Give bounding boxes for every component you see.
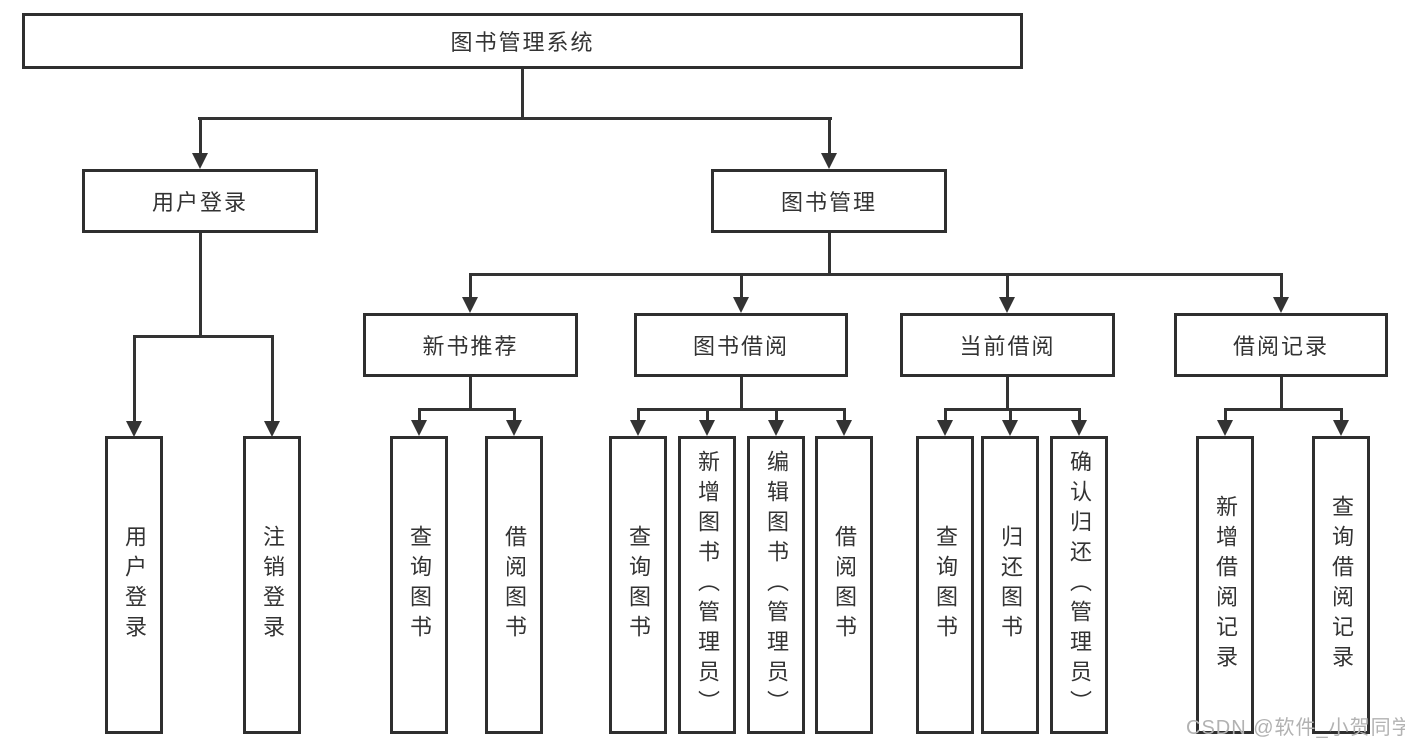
arrow-down-icon — [264, 421, 280, 437]
leaf-label: 用户登录 — [122, 525, 147, 645]
connector-line — [133, 335, 136, 421]
leaf-label: 借阅图书 — [502, 525, 527, 645]
leaf-return-books: 归还图书 — [981, 436, 1039, 734]
connector-line — [843, 408, 846, 420]
node-new-book-recommendation: 新书推荐 — [363, 313, 578, 377]
leaf-add-books-admin: 新增图书（管理员） — [678, 436, 736, 734]
leaf-borrow-books-borrowing: 借阅图书 — [815, 436, 873, 734]
arrow-down-icon — [937, 420, 953, 436]
arrow-down-icon — [630, 420, 646, 436]
leaf-confirm-return-admin: 确认归还（管理员） — [1050, 436, 1108, 734]
connector-line — [513, 408, 516, 420]
connector-line — [1280, 377, 1283, 409]
connector-line — [1078, 408, 1081, 420]
leaf-user-login: 用户登录 — [105, 436, 163, 734]
connector-line — [638, 408, 844, 411]
node-label: 用户登录 — [151, 190, 248, 215]
leaf-label: 查询图书 — [933, 525, 958, 645]
connector-line — [470, 273, 1282, 276]
leaf-add-borrowing-record: 新增借阅记录 — [1196, 436, 1254, 734]
node-label: 借阅记录 — [1232, 334, 1329, 359]
connector-line — [1340, 408, 1343, 420]
node-current-borrowing: 当前借阅 — [900, 313, 1115, 377]
connector-line — [1280, 273, 1283, 297]
leaf-label: 新增借阅记录 — [1213, 495, 1238, 675]
connector-line — [134, 335, 274, 338]
leaf-borrow-books-recommend: 借阅图书 — [485, 436, 543, 734]
connector-line — [469, 273, 472, 297]
arrow-down-icon — [733, 297, 749, 313]
connector-line — [1006, 377, 1009, 409]
leaf-label: 查询图书 — [626, 525, 651, 645]
arrow-down-icon — [699, 420, 715, 436]
arrow-down-icon — [126, 421, 142, 437]
connector-line — [637, 408, 640, 420]
connector-line — [419, 408, 515, 411]
leaf-label: 注销登录 — [260, 525, 285, 645]
leaf-label: 借阅图书 — [832, 525, 857, 645]
arrow-down-icon — [999, 297, 1015, 313]
node-root-label: 图书管理系统 — [450, 30, 595, 55]
connector-line — [1009, 408, 1012, 420]
arrow-down-icon — [768, 420, 784, 436]
connector-line — [199, 233, 202, 336]
connector-line — [828, 233, 831, 275]
connector-line — [418, 408, 421, 420]
arrow-down-icon — [1071, 420, 1087, 436]
connector-line — [740, 273, 743, 297]
node-root: 图书管理系统 — [22, 13, 1023, 69]
csdn-watermark: CSDN @软件_小贺同学 — [1186, 717, 1405, 739]
connector-line — [199, 117, 202, 153]
connector-line — [1006, 273, 1009, 297]
arrow-down-icon — [1002, 420, 1018, 436]
leaf-query-borrowing-record: 查询借阅记录 — [1312, 436, 1370, 734]
arrow-down-icon — [1217, 420, 1233, 436]
connector-line — [1224, 408, 1227, 420]
connector-line — [945, 408, 1079, 411]
leaf-query-books-borrowing: 查询图书 — [609, 436, 667, 734]
arrow-down-icon — [1333, 420, 1349, 436]
arrow-down-icon — [836, 420, 852, 436]
connector-line — [198, 117, 832, 120]
connector-line — [828, 117, 831, 153]
leaf-query-books-recommend: 查询图书 — [390, 436, 448, 734]
node-label: 当前借阅 — [959, 334, 1056, 359]
arrow-down-icon — [192, 153, 208, 169]
node-label: 新书推荐 — [422, 334, 519, 359]
connector-line — [740, 377, 743, 409]
node-book-management: 图书管理 — [711, 169, 947, 233]
leaf-label: 编辑图书（管理员） — [764, 450, 789, 720]
leaf-label: 新增图书（管理员） — [695, 450, 720, 720]
connector-line — [469, 377, 472, 409]
connector-line — [944, 408, 947, 420]
leaf-label: 确认归还（管理员） — [1067, 450, 1092, 720]
leaf-label: 查询图书 — [407, 525, 432, 645]
node-borrowing-records: 借阅记录 — [1174, 313, 1388, 377]
arrow-down-icon — [506, 420, 522, 436]
connector-line — [521, 69, 524, 118]
leaf-label: 归还图书 — [998, 525, 1023, 645]
arrow-down-icon — [821, 153, 837, 169]
node-label: 图书管理 — [780, 190, 877, 215]
arrow-down-icon — [462, 297, 478, 313]
connector-line — [775, 408, 778, 420]
connector-line — [271, 335, 274, 421]
leaf-edit-books-admin: 编辑图书（管理员） — [747, 436, 805, 734]
leaf-query-books-current: 查询图书 — [916, 436, 974, 734]
connector-line — [706, 408, 709, 420]
leaf-label: 查询借阅记录 — [1329, 495, 1354, 675]
connector-line — [1225, 408, 1341, 411]
arrow-down-icon — [411, 420, 427, 436]
arrow-down-icon — [1273, 297, 1289, 313]
node-user-login: 用户登录 — [82, 169, 318, 233]
node-label: 图书借阅 — [692, 334, 789, 359]
node-book-borrowing: 图书借阅 — [634, 313, 848, 377]
leaf-logout: 注销登录 — [243, 436, 301, 734]
